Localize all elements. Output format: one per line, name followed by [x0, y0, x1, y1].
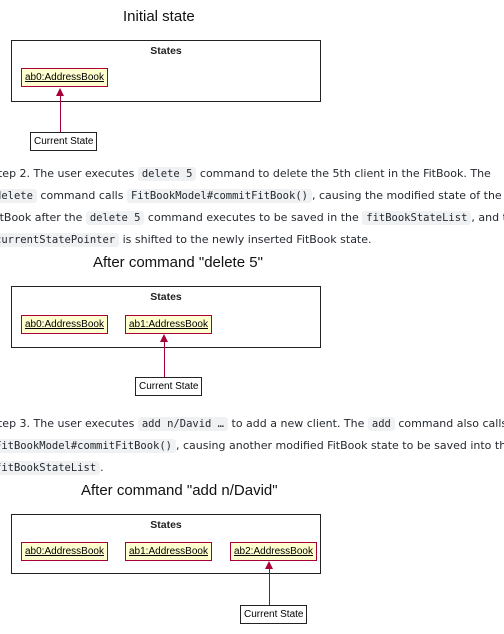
current-state-pointer: Current State: [135, 377, 203, 396]
text: .: [100, 461, 104, 474]
code-commit-fitbook: FitBookModel#commitFitBook(): [0, 439, 177, 453]
current-state-pointer: Current State: [240, 605, 308, 624]
diagram-title-after-delete: After command "delete 5": [93, 254, 263, 271]
state-object-ab0: ab0:AddressBook: [21, 68, 108, 87]
states-box: States ab0:AddressBook ab1:AddressBook: [11, 286, 321, 348]
text: , and the: [471, 211, 504, 224]
code-delete-5: delete 5: [85, 211, 145, 225]
state-object-ab1: ab1:AddressBook: [125, 315, 212, 334]
step-2-paragraph: Step 2. The user executes delete 5 comma…: [0, 163, 504, 251]
text: , causing another modified FitBook state…: [176, 439, 504, 452]
state-object-ab0: ab0:AddressBook: [21, 315, 108, 334]
pointer-arrow-head: [265, 561, 273, 569]
code-delete: delete: [0, 189, 37, 203]
text: command to delete the 5th client in the …: [196, 167, 491, 180]
text: command also calls: [394, 417, 504, 430]
pointer-arrow-line: [163, 341, 165, 377]
text: Step 2. The user executes: [0, 167, 138, 180]
text: is shifted to the newly inserted FitBook…: [119, 233, 372, 246]
text: Step 3. The user executes: [0, 417, 138, 430]
text: to add a new client. The: [228, 417, 368, 430]
text: command calls: [36, 189, 127, 202]
code-fitbook-state-list: fitBookStateList: [362, 211, 472, 225]
code-add-david: add n/David …: [137, 417, 229, 431]
states-label: States: [150, 45, 182, 57]
state-object-ab1: ab1:AddressBook: [125, 542, 212, 561]
code-current-state-pointer: currentStatePointer: [0, 233, 120, 247]
pointer-arrow-head: [56, 88, 64, 96]
code-add: add: [367, 417, 395, 431]
text: , causing the modified state of the: [311, 189, 502, 202]
text: command executes to be saved in the: [144, 211, 363, 224]
current-state-pointer: Current State: [30, 132, 98, 151]
text: FitBook after the: [0, 211, 86, 224]
code-fitbook-state-list: fitBookStateList: [0, 461, 101, 475]
step-3-paragraph: Step 3. The user executes add n/David … …: [0, 413, 504, 479]
state-object-ab2: ab2:AddressBook: [230, 542, 317, 561]
state-object-ab0: ab0:AddressBook: [21, 542, 108, 561]
code-delete-5: delete 5: [137, 167, 197, 181]
states-label: States: [150, 291, 182, 303]
pointer-arrow-head: [160, 334, 168, 342]
states-box: States ab0:AddressBook ab1:AddressBook a…: [11, 514, 321, 574]
code-commit-fitbook: FitBookModel#commitFitBook(): [126, 189, 312, 203]
diagram-title-after-add: After command "add n/David": [81, 482, 278, 499]
diagram-title-initial: Initial state: [123, 8, 195, 25]
pointer-arrow-line: [268, 568, 270, 605]
states-label: States: [150, 519, 182, 531]
pointer-arrow-line: [59, 95, 61, 132]
